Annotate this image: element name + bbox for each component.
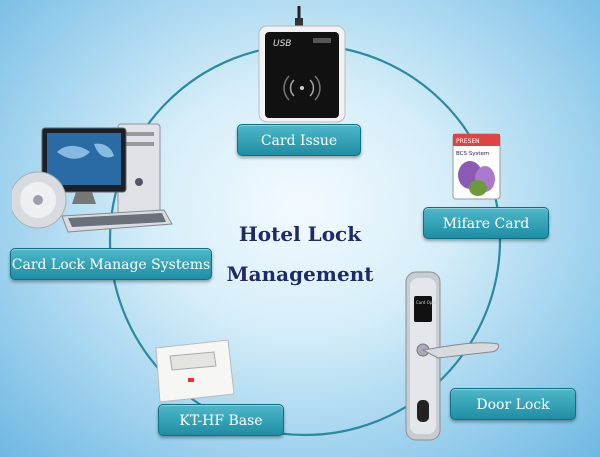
door-lock-icon: Card Open bbox=[405, 271, 499, 441]
node-mifare-card: Mifare Card bbox=[423, 207, 549, 239]
usb-card-reader-icon: USB bbox=[258, 6, 346, 123]
mifare-card-text: BCS System bbox=[456, 151, 489, 157]
diagram-title-line-1: Hotel Lock bbox=[238, 222, 362, 246]
energy-switch-icon bbox=[155, 339, 235, 403]
mifare-card-icon: PRESEN BCS System bbox=[452, 133, 501, 200]
door-lock-text: Card Open bbox=[416, 300, 438, 305]
usb-logo-text: USB bbox=[273, 39, 291, 49]
node-kt-hf-base: KT-HF Base bbox=[158, 404, 284, 436]
node-card-lock-manage-systems: Card Lock Manage Systems bbox=[10, 248, 212, 280]
diagram-title-line-2: Management bbox=[226, 262, 374, 286]
node-card-issue: Card Issue bbox=[237, 124, 361, 156]
computer-icon bbox=[12, 123, 173, 233]
node-door-lock: Door Lock bbox=[450, 388, 576, 420]
mifare-card-brand: PRESEN bbox=[456, 138, 480, 145]
